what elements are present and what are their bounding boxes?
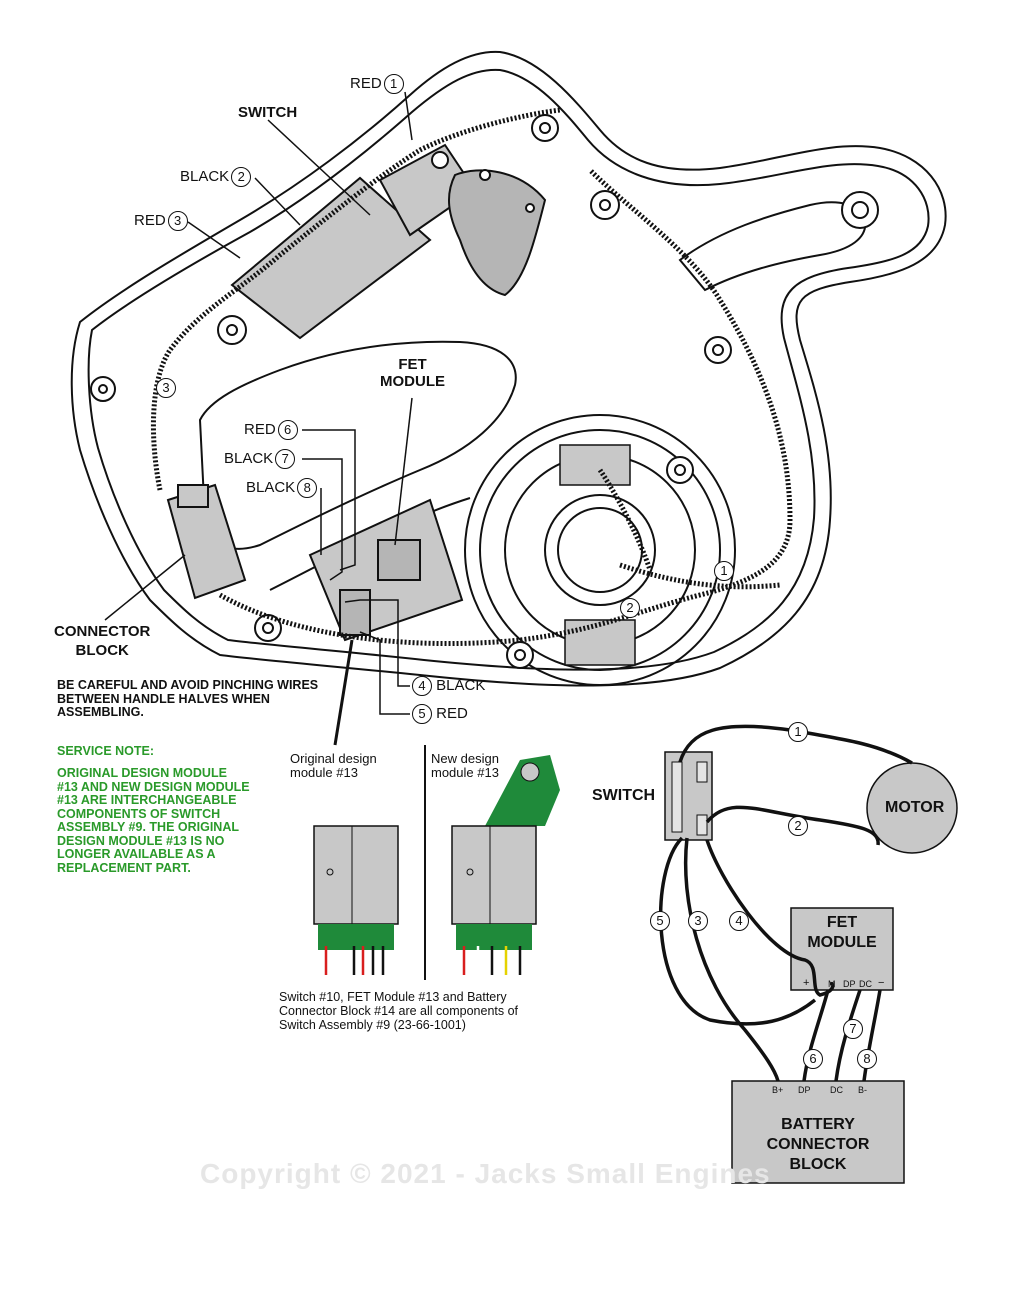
bat-pin-dp: DP (798, 1085, 811, 1095)
wire-harness (150, 107, 793, 647)
inset-original-title: Original design module #13 (290, 751, 377, 780)
fet-pin-m: M (828, 979, 836, 989)
schem-wire-7: 7 (841, 1019, 863, 1039)
fet-pin-dp: DP (843, 979, 856, 989)
label-connector-block: CONNECTOR BLOCK (54, 623, 151, 659)
bat-pin-bplus: B+ (772, 1085, 784, 1095)
motor-wire-1: 1 (712, 561, 734, 581)
service-note-title: SERVICE NOTE: (57, 744, 155, 758)
label-black-4: 4 BLACK (410, 676, 485, 696)
screw-bosses (90, 114, 879, 669)
schematic-motor-label: MOTOR (885, 799, 945, 816)
schematic-fet-box (790, 907, 894, 991)
schem-wire-4: 4 (727, 911, 749, 931)
fet-pin-plus: + (803, 977, 810, 989)
schematic-switch-label: SWITCH (592, 787, 656, 804)
schem-wire-8: 8 (855, 1049, 877, 1069)
schem-wire-3: 3 (686, 911, 708, 931)
fet-pin-minus: − (878, 977, 885, 989)
bat-pin-dc: DC (830, 1085, 843, 1095)
schem-wire-1: 1 (786, 722, 808, 742)
schem-wire-2: 2 (786, 816, 808, 836)
inset-module-images (313, 745, 560, 980)
copyright-watermark: Copyright © 2021 - Jacks Small Engines (200, 1158, 771, 1189)
schem-wire-6: 6 (801, 1049, 823, 1069)
bat-pin-bminus: B- (858, 1085, 867, 1095)
caution-note: BE CAREFUL AND AVOID PINCHING WIRES BETW… (57, 678, 319, 719)
label-3-harness: 3 (154, 378, 176, 398)
motor-wire-2: 2 (618, 598, 640, 618)
service-note-body: ORIGINAL DESIGN MODULE #13 AND NEW DESIG… (57, 766, 250, 875)
motor-brushes (559, 444, 636, 666)
schematic-battery-box (731, 1080, 905, 1184)
connector-block-part (166, 483, 247, 600)
pointer-lines (104, 91, 413, 715)
inset-new-title: New design module #13 (431, 751, 499, 780)
label-red-5: 5 RED (410, 704, 468, 724)
inset-caption: Switch #10, FET Module #13 and Battery C… (279, 990, 519, 1032)
label-switch: SWITCH (238, 104, 298, 121)
fet-pin-dc: DC (859, 979, 872, 989)
inset-leader (333, 639, 354, 746)
label-fet-module: FET MODULE (380, 356, 445, 390)
schematic-fet-label: FET MODULE (807, 914, 877, 951)
fet-module-part (308, 498, 464, 642)
schematic-battery-label: BATTERY CONNECTOR BLOCK (766, 1116, 870, 1173)
switch-body (230, 143, 547, 340)
schem-wire-5: 5 (648, 911, 670, 931)
